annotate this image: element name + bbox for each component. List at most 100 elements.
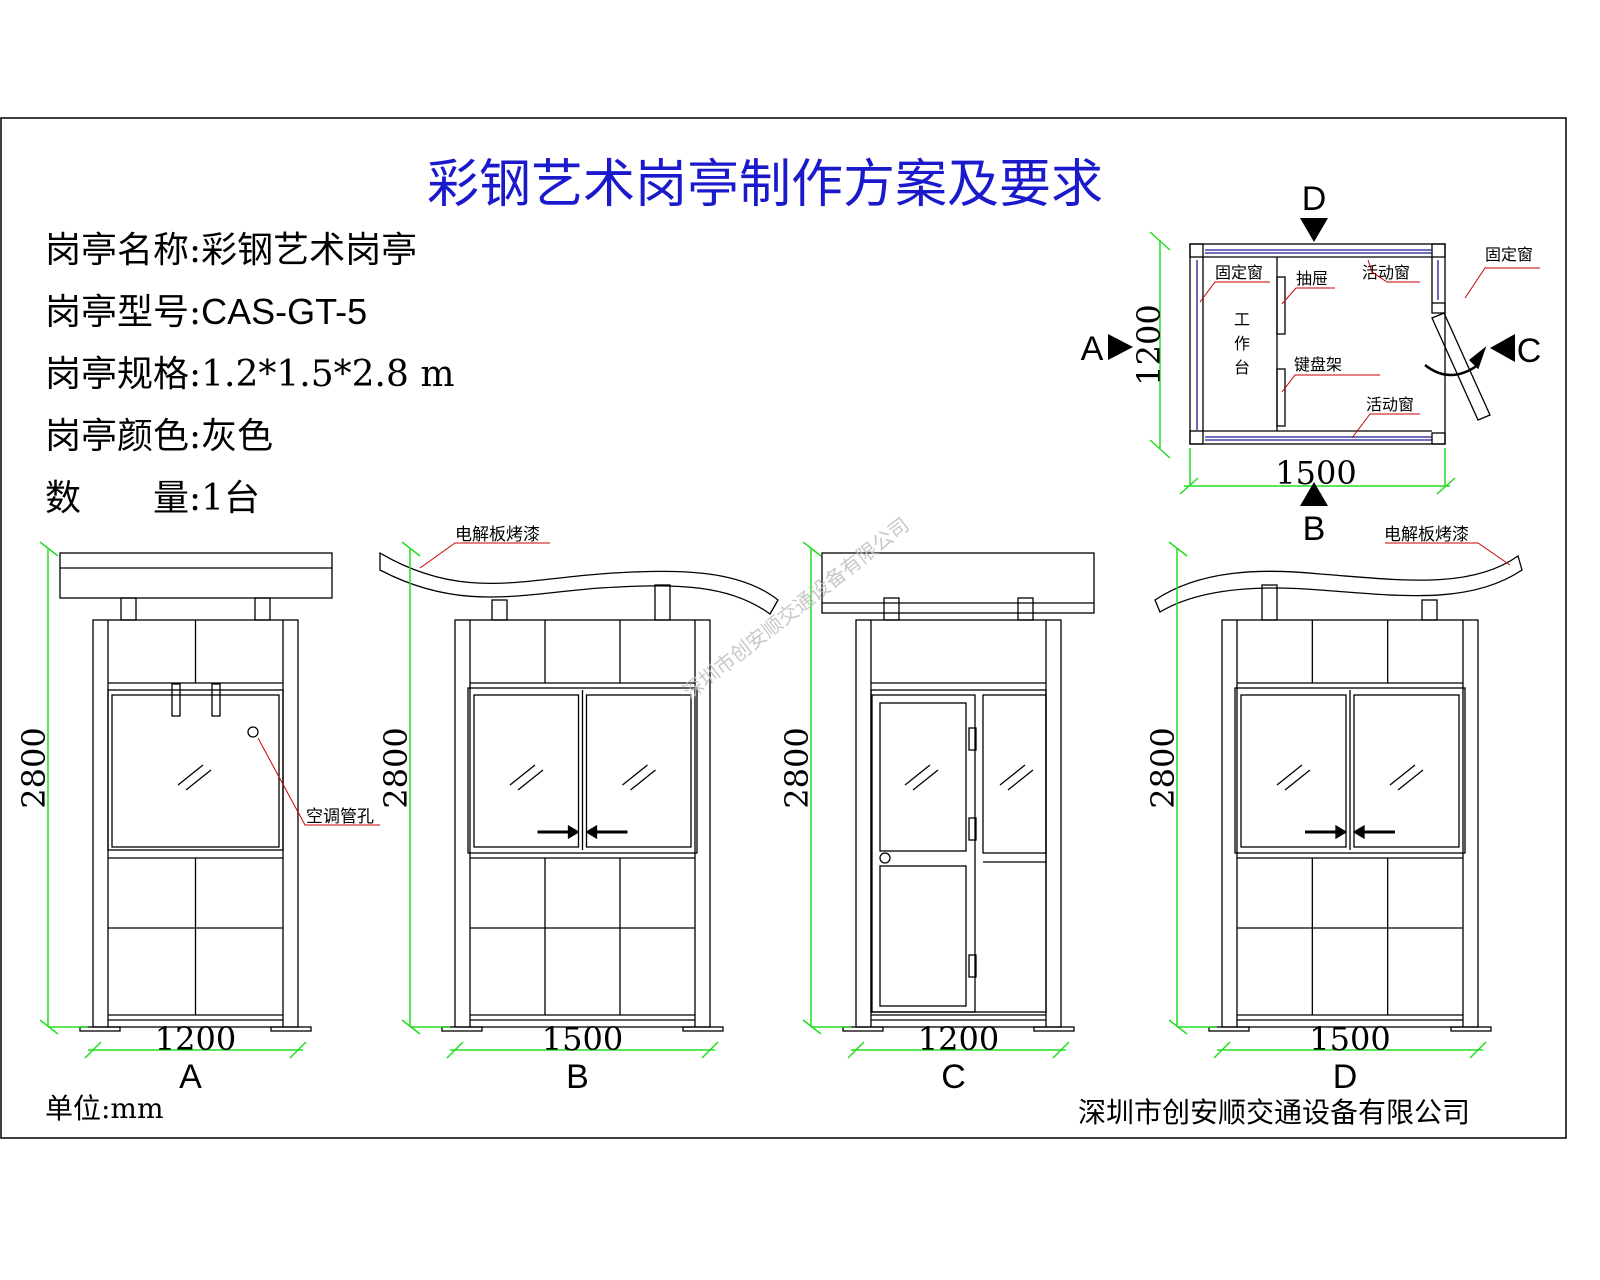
arrow-head — [567, 824, 580, 840]
arrow-left-icon — [1352, 824, 1395, 840]
dim-height-label: 2800 — [1144, 727, 1182, 808]
glass-hatch — [1389, 764, 1416, 786]
arrow-up-icon — [1300, 482, 1328, 506]
glass-hatch — [904, 764, 931, 786]
plan-labels: 工作台 固定窗 抽屉 活动窗 固定窗 键盘架 活动窗 — [1215, 245, 1533, 414]
leader-roof-b — [419, 542, 550, 569]
door-glass — [879, 702, 967, 852]
foot — [441, 1026, 483, 1032]
glass-hatch — [1276, 764, 1303, 786]
window-pane — [1240, 694, 1347, 848]
door-panel — [879, 865, 967, 1007]
dim-width-label: 1200 — [155, 1020, 236, 1058]
spec-model: 岗亭型号:CAS-GT-5 — [45, 291, 367, 333]
dim-height-label: 2800 — [15, 727, 53, 808]
dimension-lines — [1168, 541, 1487, 1059]
window — [1234, 687, 1466, 854]
unit-label: 单位:mm — [45, 1092, 164, 1125]
roof-support — [1017, 597, 1034, 621]
curved-roof — [379, 551, 779, 615]
view-marker-a: A — [1081, 330, 1104, 368]
roof — [821, 552, 1095, 614]
dim-tick — [1168, 541, 1188, 557]
arrow-right-icon — [537, 824, 580, 840]
roof-support — [1421, 599, 1438, 621]
glass-hatch — [1284, 769, 1311, 791]
callout-keyboard-tray: 键盘架 — [1294, 355, 1342, 374]
foot — [270, 1026, 312, 1032]
roof-support — [120, 597, 137, 621]
dim-tick — [1052, 1041, 1070, 1059]
plan-view — [1189, 243, 1491, 445]
glass-hatch — [1397, 769, 1424, 791]
callout-label: 电解板烤漆 — [1384, 525, 1469, 545]
plan-dimensions — [1149, 231, 1456, 495]
plan-leaders — [1199, 259, 1540, 439]
spec-color: 岗亭颜色:灰色 — [45, 416, 273, 457]
window — [467, 687, 698, 854]
leader-ac-hole — [257, 737, 380, 826]
roof — [59, 552, 333, 599]
arrow-left-icon — [585, 824, 628, 840]
dim-tick — [39, 541, 59, 557]
frame — [1221, 619, 1479, 1028]
callout-drawer: 抽屉 — [1296, 269, 1328, 288]
sheet-border — [0, 117, 1567, 1139]
dim-tick — [84, 1041, 102, 1059]
elevation-d — [1154, 554, 1523, 1032]
arrow-right-icon — [1108, 334, 1133, 360]
hinge — [968, 954, 977, 978]
window-pane — [1353, 694, 1460, 848]
foot — [1450, 1026, 1492, 1032]
spec-size: 岗亭规格:1.2*1.5*2.8 m — [45, 354, 454, 395]
foot — [79, 1026, 121, 1032]
arrow-head — [1335, 824, 1348, 840]
glass-hatch — [622, 764, 648, 786]
dim-height-label: 2800 — [377, 727, 415, 808]
dim-height-label: 2800 — [778, 727, 816, 808]
elevation-views: 28001200A28001500B28001200C28001500D空调管孔… — [15, 525, 1523, 1096]
dim-width-label: 1500 — [1309, 1020, 1390, 1058]
arrow-right-icon — [1305, 824, 1348, 840]
plan-view-markers: D A C B — [1081, 180, 1542, 548]
side-window — [982, 694, 1047, 854]
view-label: D — [1333, 1058, 1358, 1096]
lock-icon — [879, 852, 891, 864]
roof-support — [1261, 584, 1278, 621]
glass-hatch — [630, 769, 656, 791]
view-marker-c: C — [1517, 332, 1542, 370]
view-label: C — [941, 1058, 966, 1096]
company-name: 深圳市创安顺交通设备有限公司 — [1078, 1096, 1470, 1129]
roof-support — [883, 597, 900, 621]
desk-label: 工作台 — [1234, 310, 1250, 377]
ac-hole — [247, 726, 259, 738]
elevation-a — [59, 552, 333, 1032]
leader-roof-d — [1385, 542, 1511, 566]
dim-tick — [802, 541, 822, 557]
roof-support — [254, 597, 271, 621]
spec-name: 岗亭名称:彩钢艺术岗亭 — [45, 230, 417, 271]
glass-hatch — [1007, 769, 1034, 791]
dim-tick — [446, 1041, 464, 1059]
spec-list: 岗亭名称:彩钢艺术岗亭 岗亭型号:CAS-GT-5 岗亭规格:1.2*1.5*2… — [45, 230, 454, 519]
arrow-head — [1352, 824, 1365, 840]
dim-tick — [289, 1041, 307, 1059]
glass-hatch — [509, 764, 536, 786]
foot — [842, 1026, 884, 1032]
frame — [855, 619, 1062, 1028]
glass-hatch — [185, 769, 212, 791]
window-pane — [585, 694, 692, 848]
callout-label: 电解板烤漆 — [455, 525, 540, 545]
dim-tick — [401, 541, 421, 557]
foot — [682, 1026, 724, 1032]
elevation-c — [821, 552, 1095, 1032]
elevation-b — [379, 551, 779, 1032]
foot — [1208, 1026, 1250, 1032]
arrow-down-icon — [1300, 218, 1328, 242]
window-pane — [473, 694, 580, 848]
page-title: 彩钢艺术岗亭制作方案及要求 — [427, 155, 1103, 215]
dim-tick — [1213, 1041, 1231, 1059]
curved-roof — [1154, 554, 1523, 613]
roof-support — [654, 584, 671, 621]
